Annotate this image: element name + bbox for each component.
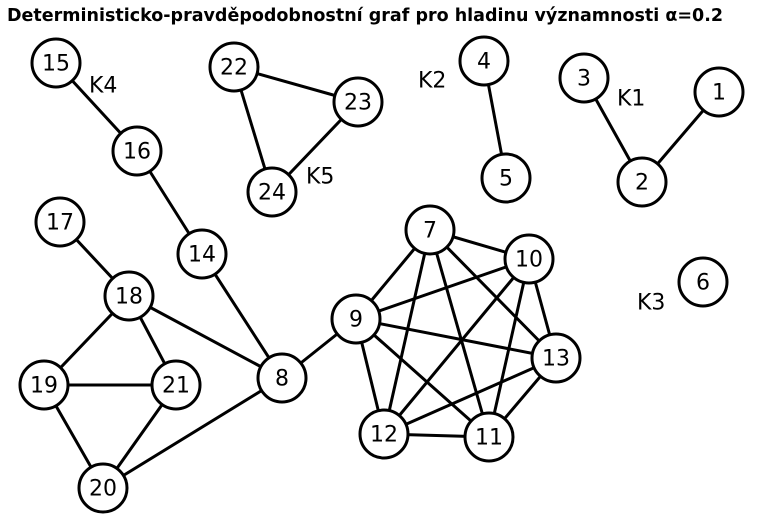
node-1: 1 [693, 66, 745, 118]
node-circle-17 [34, 196, 86, 248]
component-label-k3: K3 [637, 291, 665, 316]
node-2: 2 [616, 156, 668, 208]
node-label-17: 17 [46, 211, 74, 236]
node-circle-23 [332, 76, 384, 128]
node-circle-12 [358, 408, 410, 460]
node-label-21: 21 [162, 374, 190, 399]
node-8: 8 [256, 352, 308, 404]
node-circle-2 [616, 156, 668, 208]
node-circle-13 [530, 332, 582, 384]
node-label-22: 22 [220, 56, 248, 81]
node-label-8: 8 [275, 367, 289, 392]
node-circle-10 [503, 233, 555, 285]
node-3: 3 [558, 52, 610, 104]
node-19: 19 [18, 359, 70, 411]
node-16: 16 [111, 125, 163, 177]
node-circle-16 [111, 125, 163, 177]
node-circle-1 [693, 66, 745, 118]
node-label-11: 11 [475, 426, 503, 451]
node-13: 13 [530, 332, 582, 384]
node-11: 11 [463, 411, 515, 463]
node-label-16: 16 [123, 140, 151, 165]
node-circle-4 [458, 35, 510, 87]
edge-9-13 [354, 317, 558, 360]
node-6: 6 [677, 256, 729, 308]
node-17: 17 [34, 196, 86, 248]
node-20: 20 [77, 462, 129, 514]
node-label-23: 23 [344, 91, 372, 116]
node-5: 5 [480, 152, 532, 204]
node-circle-20 [77, 462, 129, 514]
edge-7-13 [428, 228, 558, 360]
node-9: 9 [330, 293, 382, 345]
node-24: 24 [246, 166, 298, 218]
node-circle-24 [246, 166, 298, 218]
node-circle-15 [30, 37, 82, 89]
edge-7-12 [382, 228, 432, 436]
node-circle-3 [558, 52, 610, 104]
node-23: 23 [332, 76, 384, 128]
edge-10-9 [354, 257, 531, 321]
node-label-4: 4 [477, 50, 491, 75]
node-14: 14 [176, 228, 228, 280]
node-circle-18 [103, 270, 155, 322]
node-label-7: 7 [423, 219, 437, 244]
component-label-k1: K1 [617, 87, 645, 112]
node-label-10: 10 [515, 248, 543, 273]
component-label-k4: K4 [89, 74, 117, 99]
edge-9-11 [354, 317, 491, 439]
node-label-3: 3 [577, 67, 591, 92]
node-circle-21 [150, 359, 202, 411]
edge-13-12 [382, 356, 558, 436]
node-21: 21 [150, 359, 202, 411]
node-label-14: 14 [188, 243, 216, 268]
node-circle-11 [463, 411, 515, 463]
node-label-15: 15 [42, 52, 70, 77]
node-circle-19 [18, 359, 70, 411]
edge-20-8 [101, 376, 284, 490]
node-7: 7 [404, 204, 456, 256]
node-label-13: 13 [542, 347, 570, 372]
component-label-k5: K5 [306, 165, 334, 190]
node-4: 4 [458, 35, 510, 87]
edge-7-11 [428, 228, 491, 439]
node-circle-22 [208, 41, 260, 93]
graph-title: Deterministicko-pravděpodobnostní graf p… [7, 6, 723, 26]
node-label-9: 9 [349, 308, 363, 333]
node-12: 12 [358, 408, 410, 460]
node-label-6: 6 [696, 271, 710, 296]
component-label-k2: K2 [418, 69, 446, 94]
node-10: 10 [503, 233, 555, 285]
node-label-20: 20 [89, 477, 117, 502]
node-circle-8 [256, 352, 308, 404]
node-circle-5 [480, 152, 532, 204]
node-circle-14 [176, 228, 228, 280]
node-label-12: 12 [370, 423, 398, 448]
node-circle-6 [677, 256, 729, 308]
edge-18-8 [127, 294, 284, 380]
node-circle-9 [330, 293, 382, 345]
node-22: 22 [208, 41, 260, 93]
node-label-19: 19 [30, 374, 58, 399]
node-label-24: 24 [258, 181, 286, 206]
node-label-2: 2 [635, 171, 649, 196]
node-label-5: 5 [499, 167, 513, 192]
node-label-1: 1 [712, 81, 726, 106]
node-15: 15 [30, 37, 82, 89]
edge-10-12 [382, 257, 531, 436]
node-label-18: 18 [115, 285, 143, 310]
node-circle-7 [404, 204, 456, 256]
node-18: 18 [103, 270, 155, 322]
